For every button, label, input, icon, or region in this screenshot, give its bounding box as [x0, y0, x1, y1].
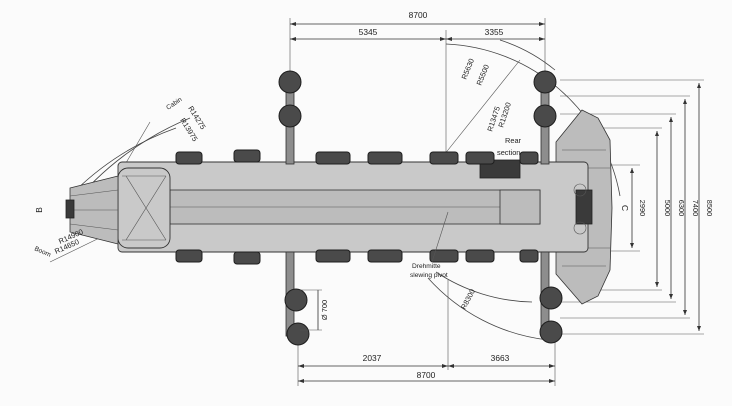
- cabin-label: Cabin: [165, 96, 183, 112]
- dimension-c-label: C: [620, 205, 630, 211]
- slewing-pivot-label-1: Drehmitte: [412, 263, 441, 270]
- rear-section-label-2: section: [497, 148, 520, 157]
- rear-outrigger-beams: [533, 70, 563, 344]
- dimension-b-label: B: [34, 207, 44, 213]
- radius-r5630: R5630: [460, 57, 477, 81]
- bottom-dimension-lines: [297, 280, 556, 386]
- radius-r5500: R5500: [475, 63, 492, 87]
- top-front-dimension: 5345: [359, 27, 378, 37]
- dim-8500: 8500: [705, 200, 714, 216]
- carrier-chassis: [65, 109, 613, 305]
- right-dimension-lines: [560, 79, 704, 335]
- pad-diameter-label: Ø 700: [320, 300, 329, 320]
- bottom-overall-dimension: 8700: [417, 370, 436, 380]
- dim-2990: 2990: [638, 200, 647, 216]
- top-overall-dimension: 8700: [409, 10, 428, 20]
- dim-5000: 5000: [663, 200, 672, 216]
- top-dimension-lines: [289, 18, 546, 160]
- slewing-pivot-label-2: slewing pivot: [410, 272, 448, 279]
- rear-section-label-1: Rear: [505, 136, 522, 145]
- radius-r8300: R8300: [459, 287, 477, 310]
- bottom-front-dimension: 2037: [363, 353, 382, 363]
- front-outrigger-beams: [278, 70, 310, 346]
- bottom-rear-dimension: 3663: [491, 353, 510, 363]
- dim-6300: 6300: [677, 200, 686, 216]
- wheel-set: [175, 149, 539, 265]
- top-rear-dimension: 3355: [485, 27, 504, 37]
- dim-7400: 7400: [691, 200, 700, 216]
- pad-diameter-dimension: [300, 289, 322, 331]
- boom-label: Boom: [33, 245, 52, 259]
